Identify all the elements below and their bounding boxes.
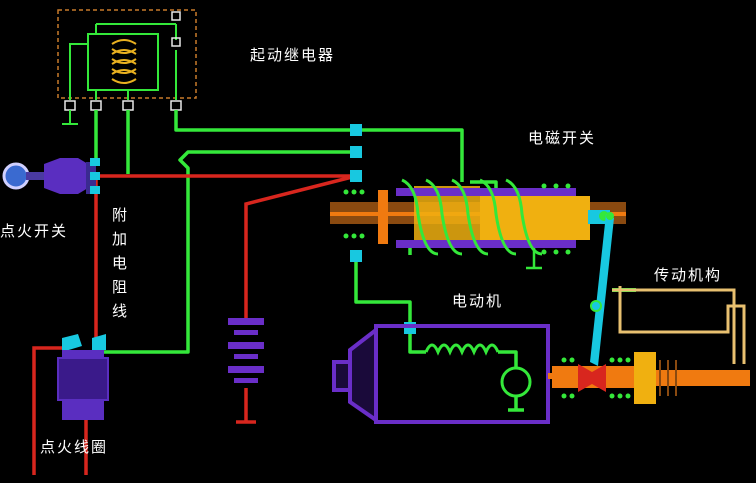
svg-text:附: 附 (112, 206, 129, 224)
red-wires (32, 174, 357, 475)
motor-field-coil (424, 343, 500, 356)
drive-spring-dots (561, 357, 631, 399)
relay-coil (111, 39, 137, 84)
ignition-switch-label: 点火开关 (0, 222, 68, 240)
motor-label: 电动机 (452, 292, 503, 310)
relay-internal-wiring (69, 23, 177, 100)
resistor-wire-label: 附 加 电 阻 线 (112, 206, 129, 320)
drive-mechanism (552, 286, 750, 404)
svg-text:加: 加 (112, 230, 129, 248)
ignition-coil-label: 点火线圈 (40, 438, 108, 456)
ignition-switch-icon (2, 158, 100, 194)
solenoid-switch (330, 178, 626, 270)
relay-label: 起动继电器 (250, 46, 335, 64)
shift-lever (590, 212, 614, 366)
terminal-connectors (350, 124, 416, 334)
svg-text:阻: 阻 (112, 278, 129, 296)
relay-contact (171, 37, 181, 47)
battery-icon (228, 318, 264, 383)
svg-text:线: 线 (112, 302, 129, 320)
ignition-coil-icon (57, 334, 109, 420)
relay-contact (171, 11, 181, 21)
drive-label: 传动机构 (654, 266, 722, 284)
solenoid-label: 电磁开关 (528, 129, 596, 147)
ground-symbol (62, 110, 78, 125)
motor-armature-icon (500, 366, 532, 398)
svg-text:电: 电 (112, 254, 129, 272)
starter-motor (332, 324, 556, 424)
solenoid-coil-dots (343, 183, 571, 255)
green-wires (94, 110, 524, 412)
